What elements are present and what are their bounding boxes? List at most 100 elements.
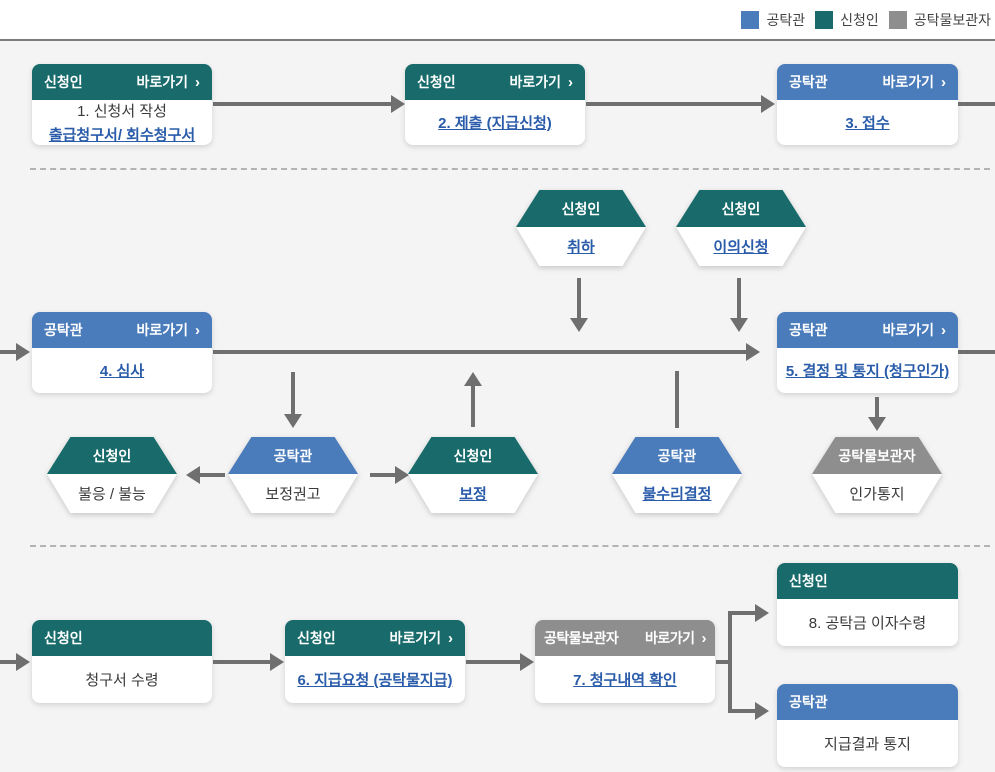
branch-top-head — [755, 604, 769, 622]
chevron-right-icon: › — [941, 321, 946, 339]
step2-link[interactable]: 2. 제출 (지급신청) — [438, 115, 552, 132]
arrow-step5-approval-head — [868, 417, 886, 431]
line-rejection-up — [675, 371, 679, 428]
shortcut-link-step4[interactable]: 바로가기› — [136, 321, 200, 339]
legend-item-custodian: 공탁물보관자 — [888, 10, 991, 30]
arrow-objection-down-head — [730, 318, 748, 332]
receive-label: 청구서 수령 — [85, 672, 159, 689]
legend-swatch-gray — [888, 10, 907, 29]
arrow-step1-step2-head — [391, 95, 405, 113]
shortcut-link-step6[interactable]: 바로가기› — [389, 629, 453, 647]
legend-item-applicant: 신청인 — [815, 10, 879, 30]
shortcut-link-step2[interactable]: 바로가기› — [509, 73, 573, 91]
arrow-step4-step5-head — [746, 343, 760, 361]
legend-label: 공탁물보관자 — [913, 11, 991, 28]
arrow-advice-noncompliance-head — [186, 466, 200, 484]
hex-noncompliance-role: 신청인 — [47, 437, 177, 474]
box-step7-header: 공탁물보관자 바로가기› — [535, 620, 715, 656]
hex-correction-role: 신청인 — [408, 437, 538, 474]
branch-bottom-head — [755, 702, 769, 720]
role-label: 신청인 — [44, 74, 83, 90]
box-step4: 공탁관 바로가기› 4. 심사 — [32, 312, 212, 393]
row3-entry-head — [16, 653, 30, 671]
arrow-advice-correction-line — [370, 473, 396, 477]
box-step3: 공탁관 바로가기› 3. 접수 — [777, 64, 958, 145]
row2-entry-line — [0, 350, 17, 354]
chevron-right-icon: › — [448, 629, 453, 647]
box-step1-header: 신청인 바로가기› — [32, 64, 212, 100]
arrow-withdraw-down-head — [570, 318, 588, 332]
arrow-advice-down-line — [291, 372, 295, 414]
step6-link[interactable]: 6. 지급요청 (공탁물지급) — [297, 672, 453, 689]
step7-link[interactable]: 7. 청구내역 확인 — [573, 672, 677, 689]
arrow-withdraw-down-line — [577, 278, 581, 318]
branch-vertical-line — [728, 611, 732, 713]
legend-swatch-teal — [815, 10, 834, 29]
step4-link[interactable]: 4. 심사 — [99, 363, 145, 380]
legend-label: 공탁관 — [766, 11, 806, 28]
arrow-step4-step5-line — [213, 350, 747, 354]
chevron-right-icon: › — [941, 73, 946, 91]
role-label: 신청인 — [44, 630, 83, 646]
row2-entry-head — [16, 343, 30, 361]
step1-link[interactable]: 출급청구서/ 회수청구서 — [48, 127, 196, 144]
arrow-step2-step3-head — [761, 95, 775, 113]
legend-item-officer: 공탁관 — [741, 10, 805, 30]
shortcut-link-step7[interactable]: 바로가기› — [644, 629, 706, 647]
correction-link[interactable]: 보정 — [459, 486, 487, 503]
objection-link[interactable]: 이의신청 — [713, 239, 769, 256]
step1-title: 1. 신청서 작성 — [77, 103, 167, 120]
hex-rejection: 공탁관 불수리결정 — [612, 437, 742, 513]
box-step6: 신청인 바로가기› 6. 지급요청 (공탁물지급) — [285, 620, 465, 703]
hex-correction: 신청인 보정 — [408, 437, 538, 513]
approval-notice-label: 인가통지 — [812, 474, 942, 513]
rejection-link[interactable]: 불수리결정 — [642, 486, 712, 503]
shortcut-link-step3[interactable]: 바로가기› — [882, 73, 946, 91]
hex-objection-role: 신청인 — [676, 190, 806, 227]
shortcut-link-step5[interactable]: 바로가기› — [882, 321, 946, 339]
arrow-advice-noncompliance-line — [199, 473, 225, 477]
box-step5: 공탁관 바로가기› 5. 결정 및 통지 (청구인가) — [777, 312, 958, 393]
arrow-receive-step6-head — [270, 653, 284, 671]
role-label: 신청인 — [297, 630, 336, 646]
chevron-right-icon: › — [195, 73, 200, 91]
role-label: 신청인 — [417, 74, 456, 90]
arrow-objection-down-line — [737, 278, 741, 318]
arrow-step6-step7-line — [466, 660, 521, 664]
chevron-right-icon: › — [195, 321, 200, 339]
separator-dashed-2 — [30, 545, 990, 547]
hex-approval-notice: 공탁물보관자 인가통지 — [812, 437, 942, 513]
role-label: 공탁물보관자 — [544, 630, 619, 646]
box-step8-header: 신청인 — [777, 563, 958, 599]
hex-noncompliance: 신청인 불응 / 불능 — [47, 437, 177, 513]
branch-bottom-line — [728, 709, 756, 713]
box-step5-header: 공탁관 바로가기› — [777, 312, 958, 348]
shortcut-link-step1[interactable]: 바로가기› — [136, 73, 200, 91]
legend-label: 신청인 — [840, 11, 879, 28]
legend-bar: 공탁관 신청인 공탁물보관자 — [0, 0, 995, 41]
role-label: 공탁관 — [44, 322, 83, 338]
box-step4-header: 공탁관 바로가기› — [32, 312, 212, 348]
role-label: 공탁관 — [789, 322, 828, 338]
box-receive: 신청인 청구서 수령 — [32, 620, 212, 703]
separator-dashed-1 — [30, 168, 990, 170]
withdraw-link[interactable]: 취하 — [567, 239, 595, 256]
step8-label: 8. 공탁금 이자수령 — [808, 615, 927, 632]
hex-approval-notice-role: 공탁물보관자 — [812, 437, 942, 474]
row2-exit-line — [958, 350, 995, 354]
box-step7: 공탁물보관자 바로가기› 7. 청구내역 확인 — [535, 620, 715, 703]
arrow-correction-up-line — [471, 386, 475, 427]
arrow-step1-step2-line — [213, 102, 392, 106]
role-label: 공탁관 — [789, 74, 828, 90]
step5-link[interactable]: 5. 결정 및 통지 (청구인가) — [785, 363, 950, 380]
hex-rejection-role: 공탁관 — [612, 437, 742, 474]
step3-link[interactable]: 3. 접수 — [845, 115, 890, 132]
box-step8: 신청인 8. 공탁금 이자수령 — [777, 563, 958, 646]
box-step1: 신청인 바로가기› 1. 신청서 작성 출급청구서/ 회수청구서 — [32, 64, 212, 145]
hex-correction-advice-role: 공탁관 — [228, 437, 358, 474]
branch-stem-line — [716, 660, 732, 664]
role-label: 신청인 — [789, 573, 828, 589]
box-step2: 신청인 바로가기› 2. 제출 (지급신청) — [405, 64, 585, 145]
hex-withdraw: 신청인 취하 — [516, 190, 646, 266]
